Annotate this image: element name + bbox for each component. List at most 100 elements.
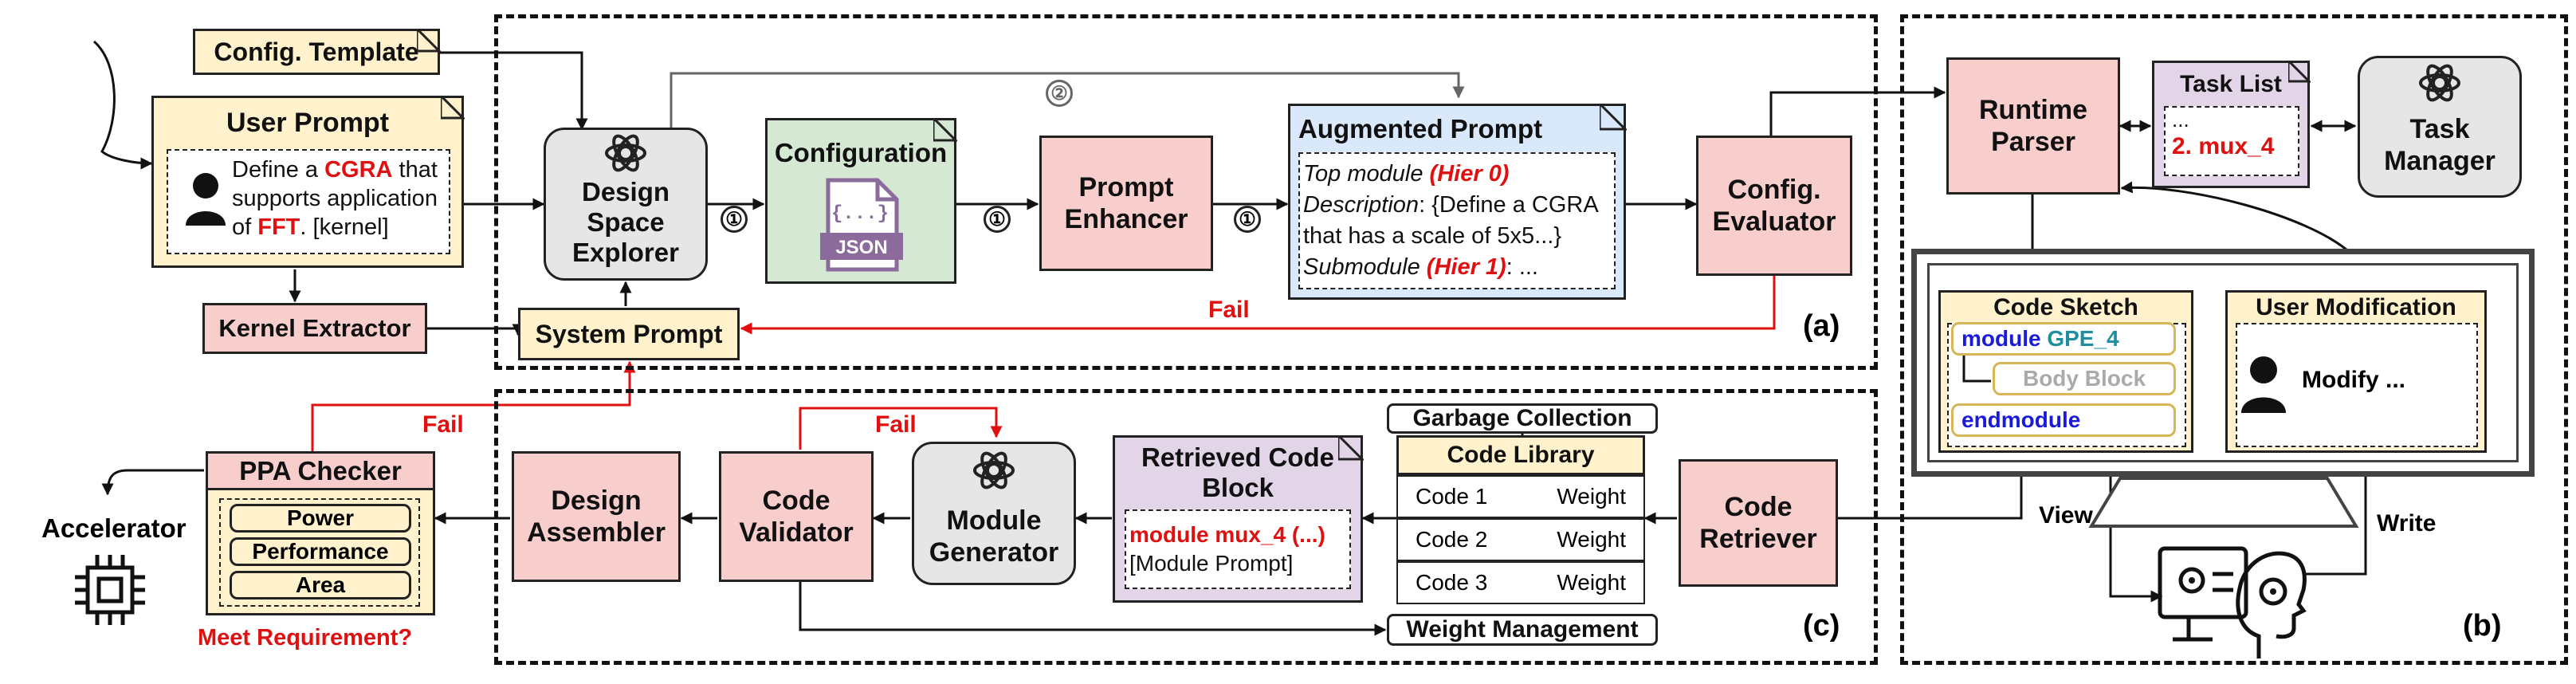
ppa-fail-label: Fail <box>422 411 464 438</box>
task-manager-node: Task Manager <box>2358 56 2522 198</box>
fold-accent <box>933 118 957 142</box>
openai-icon <box>605 134 646 172</box>
code-library-header: Code Library <box>1396 435 1645 475</box>
aug-submodule: Submodule <box>1303 254 1427 280</box>
fold-accent <box>2288 61 2311 83</box>
code-library-code: Code 2 <box>1416 527 1488 552</box>
prompt-text-post: . [kernel] <box>300 214 389 240</box>
runtime-parser-label: Runtime Parser <box>1979 95 2087 157</box>
design-space-explorer-node: Design Space Explorer <box>544 128 708 281</box>
fold-accent <box>417 29 441 53</box>
user-prompt-body <box>167 149 450 254</box>
prompt-text-mid: that supports application of <box>232 157 438 240</box>
user-icon <box>2241 356 2286 413</box>
endmodule-label: endmodule <box>1961 407 2081 432</box>
code-sketch-body-block: Body Block <box>1993 362 2176 395</box>
dse-label: Design Space Explorer <box>572 177 679 267</box>
prompt-fft: FFT <box>257 214 300 240</box>
code-sketch-module-line: module GPE_4 <box>1951 322 2176 356</box>
step-two-marker: ② <box>1046 80 1073 107</box>
prompt-enhancer-node: Prompt Enhancer <box>1039 136 1213 271</box>
user-icon <box>186 173 226 226</box>
evaluator-fail-label: Fail <box>1208 297 1250 323</box>
design-assembler-label: Design Assembler <box>527 485 666 548</box>
fold-accent <box>1338 435 1364 461</box>
code-library-weight: Weight <box>1557 570 1626 595</box>
validator-fail-label: Fail <box>875 411 917 438</box>
body-block-label: Body Block <box>2022 366 2146 391</box>
configuration-title: Configuration <box>774 138 948 167</box>
augmented-prompt-text: Top module (Hier 0) Description: {Define… <box>1303 159 1619 283</box>
evaluator-to-parser <box>1769 86 1946 136</box>
aug-hier1: (Hier 1) <box>1426 254 1506 280</box>
step-two-arrow <box>670 72 1465 134</box>
retrieved-module-prompt: [Module Prompt] <box>1129 551 1294 576</box>
code-library-code: Code 3 <box>1416 570 1488 595</box>
fold-accent <box>1600 104 1627 131</box>
user-modification-body <box>2236 323 2478 447</box>
section-b-label: (b) <box>2463 609 2502 643</box>
sketch-tree-line <box>1962 356 1991 383</box>
ppa-to-accelerator <box>101 469 204 496</box>
chip-icon <box>75 555 145 625</box>
prompt-text-pre: Define a <box>232 157 325 183</box>
user-prompt-text: Define a CGRA that supports application … <box>232 155 447 242</box>
step-one-marker: ① <box>721 206 748 233</box>
aug-description: Description <box>1303 192 1420 218</box>
code-sketch-endmodule: endmodule <box>1951 403 2176 437</box>
code-library-row: Code 3 Weight <box>1396 561 1645 604</box>
prompt-enhancer-label: Prompt Enhancer <box>1064 172 1188 234</box>
json-file-icon: {...} JSON <box>820 178 903 272</box>
retrieved-code-block-body <box>1125 509 1351 589</box>
aug-description-text: : {Define a CGRA <box>1419 192 1599 218</box>
user-prompt-node: User Prompt Define a CGRA that supports … <box>151 96 464 268</box>
ppa-checker-title: PPA Checker <box>239 455 402 485</box>
user-prompt-title: User Prompt <box>226 108 390 138</box>
prompt-cgra: CGRA <box>324 157 393 183</box>
runtime-parser-node: Runtime Parser <box>1946 57 2120 195</box>
garbage-collection-label: Garbage Collection <box>1412 405 1632 431</box>
task-list-item: 2. mux_4 <box>2172 133 2275 159</box>
code-sketch-title: Code Sketch <box>1993 294 2138 320</box>
step-one-marker: ① <box>984 206 1011 233</box>
monitor-stand <box>2088 477 2359 528</box>
template-to-dse <box>438 51 588 131</box>
kernel-extractor-label: Kernel Extractor <box>218 314 411 342</box>
section-c-frame <box>494 389 1878 665</box>
validator-fail-path <box>799 407 1003 450</box>
system-prompt-label: System Prompt <box>535 319 723 348</box>
code-library-weight: Weight <box>1557 484 1626 509</box>
section-a-label: (a) <box>1803 309 1840 343</box>
retrieved-code-block-title: Retrieved Code Block <box>1141 442 1335 502</box>
openai-icon <box>2419 64 2460 102</box>
fold-accent <box>441 96 465 120</box>
engineer-head-icon <box>2158 546 2307 658</box>
modify-label: Modify ... <box>2302 367 2405 393</box>
json-braces: {...} <box>831 203 889 225</box>
section-c-label: (c) <box>1803 609 1840 643</box>
design-assembler-node: Design Assembler <box>512 451 681 582</box>
code-retriever-label: Code Retriever <box>1699 492 1817 554</box>
code-library-weight: Weight <box>1557 527 1626 552</box>
aug-hier0: (Hier 0) <box>1429 161 1510 187</box>
code-library-title: Code Library <box>1447 442 1595 468</box>
step-one-marker: ① <box>1234 206 1261 233</box>
user-modification-title: User Modification <box>2256 294 2456 320</box>
view-label: View <box>2039 502 2093 529</box>
configuration-node: Configuration <box>765 118 956 284</box>
code-library-code: Code 1 <box>1416 484 1488 509</box>
code-validator-label: Code Validator <box>739 485 854 548</box>
ppa-metric-item: Power <box>230 504 411 533</box>
weight-management-node: Weight Management <box>1387 614 1658 646</box>
augmented-prompt-title: Augmented Prompt <box>1298 114 1543 143</box>
task-list-title: Task List <box>2180 71 2282 97</box>
code-retriever-node: Code Retriever <box>1679 459 1838 587</box>
code-validator-node: Code Validator <box>719 451 874 582</box>
system-prompt-node: System Prompt <box>518 308 740 360</box>
retrieved-code-block-node: Retrieved Code Block module mux_4 (...) … <box>1113 435 1363 603</box>
modification-to-parser <box>2120 181 2354 289</box>
write-label: Write <box>2377 510 2437 537</box>
weight-management-label: Weight Management <box>1406 616 1639 643</box>
aug-top-module: Top module <box>1303 161 1430 187</box>
augmented-prompt-body <box>1298 152 1616 289</box>
